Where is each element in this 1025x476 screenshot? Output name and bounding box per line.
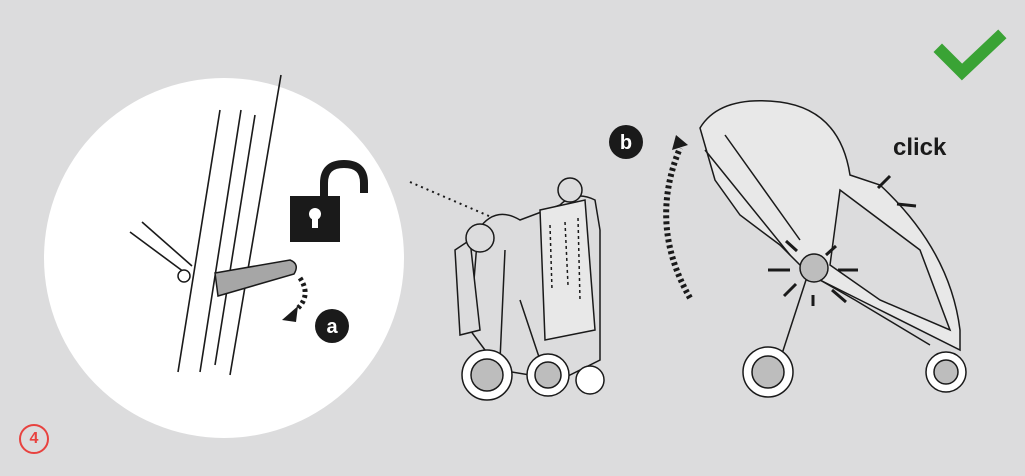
marker-b: b bbox=[620, 132, 632, 154]
step-number: 4 bbox=[19, 424, 49, 454]
zoom-detail-circle bbox=[44, 78, 404, 438]
rotate-arrow-head bbox=[672, 135, 688, 150]
marker-a: a bbox=[326, 316, 338, 338]
hinge-pin bbox=[178, 270, 190, 282]
rotate-arrow-icon bbox=[666, 148, 690, 298]
checkmark-icon bbox=[942, 38, 998, 72]
unfolded-wheels bbox=[743, 347, 966, 397]
folded-stroller bbox=[455, 178, 600, 380]
click-label: click bbox=[893, 134, 946, 162]
